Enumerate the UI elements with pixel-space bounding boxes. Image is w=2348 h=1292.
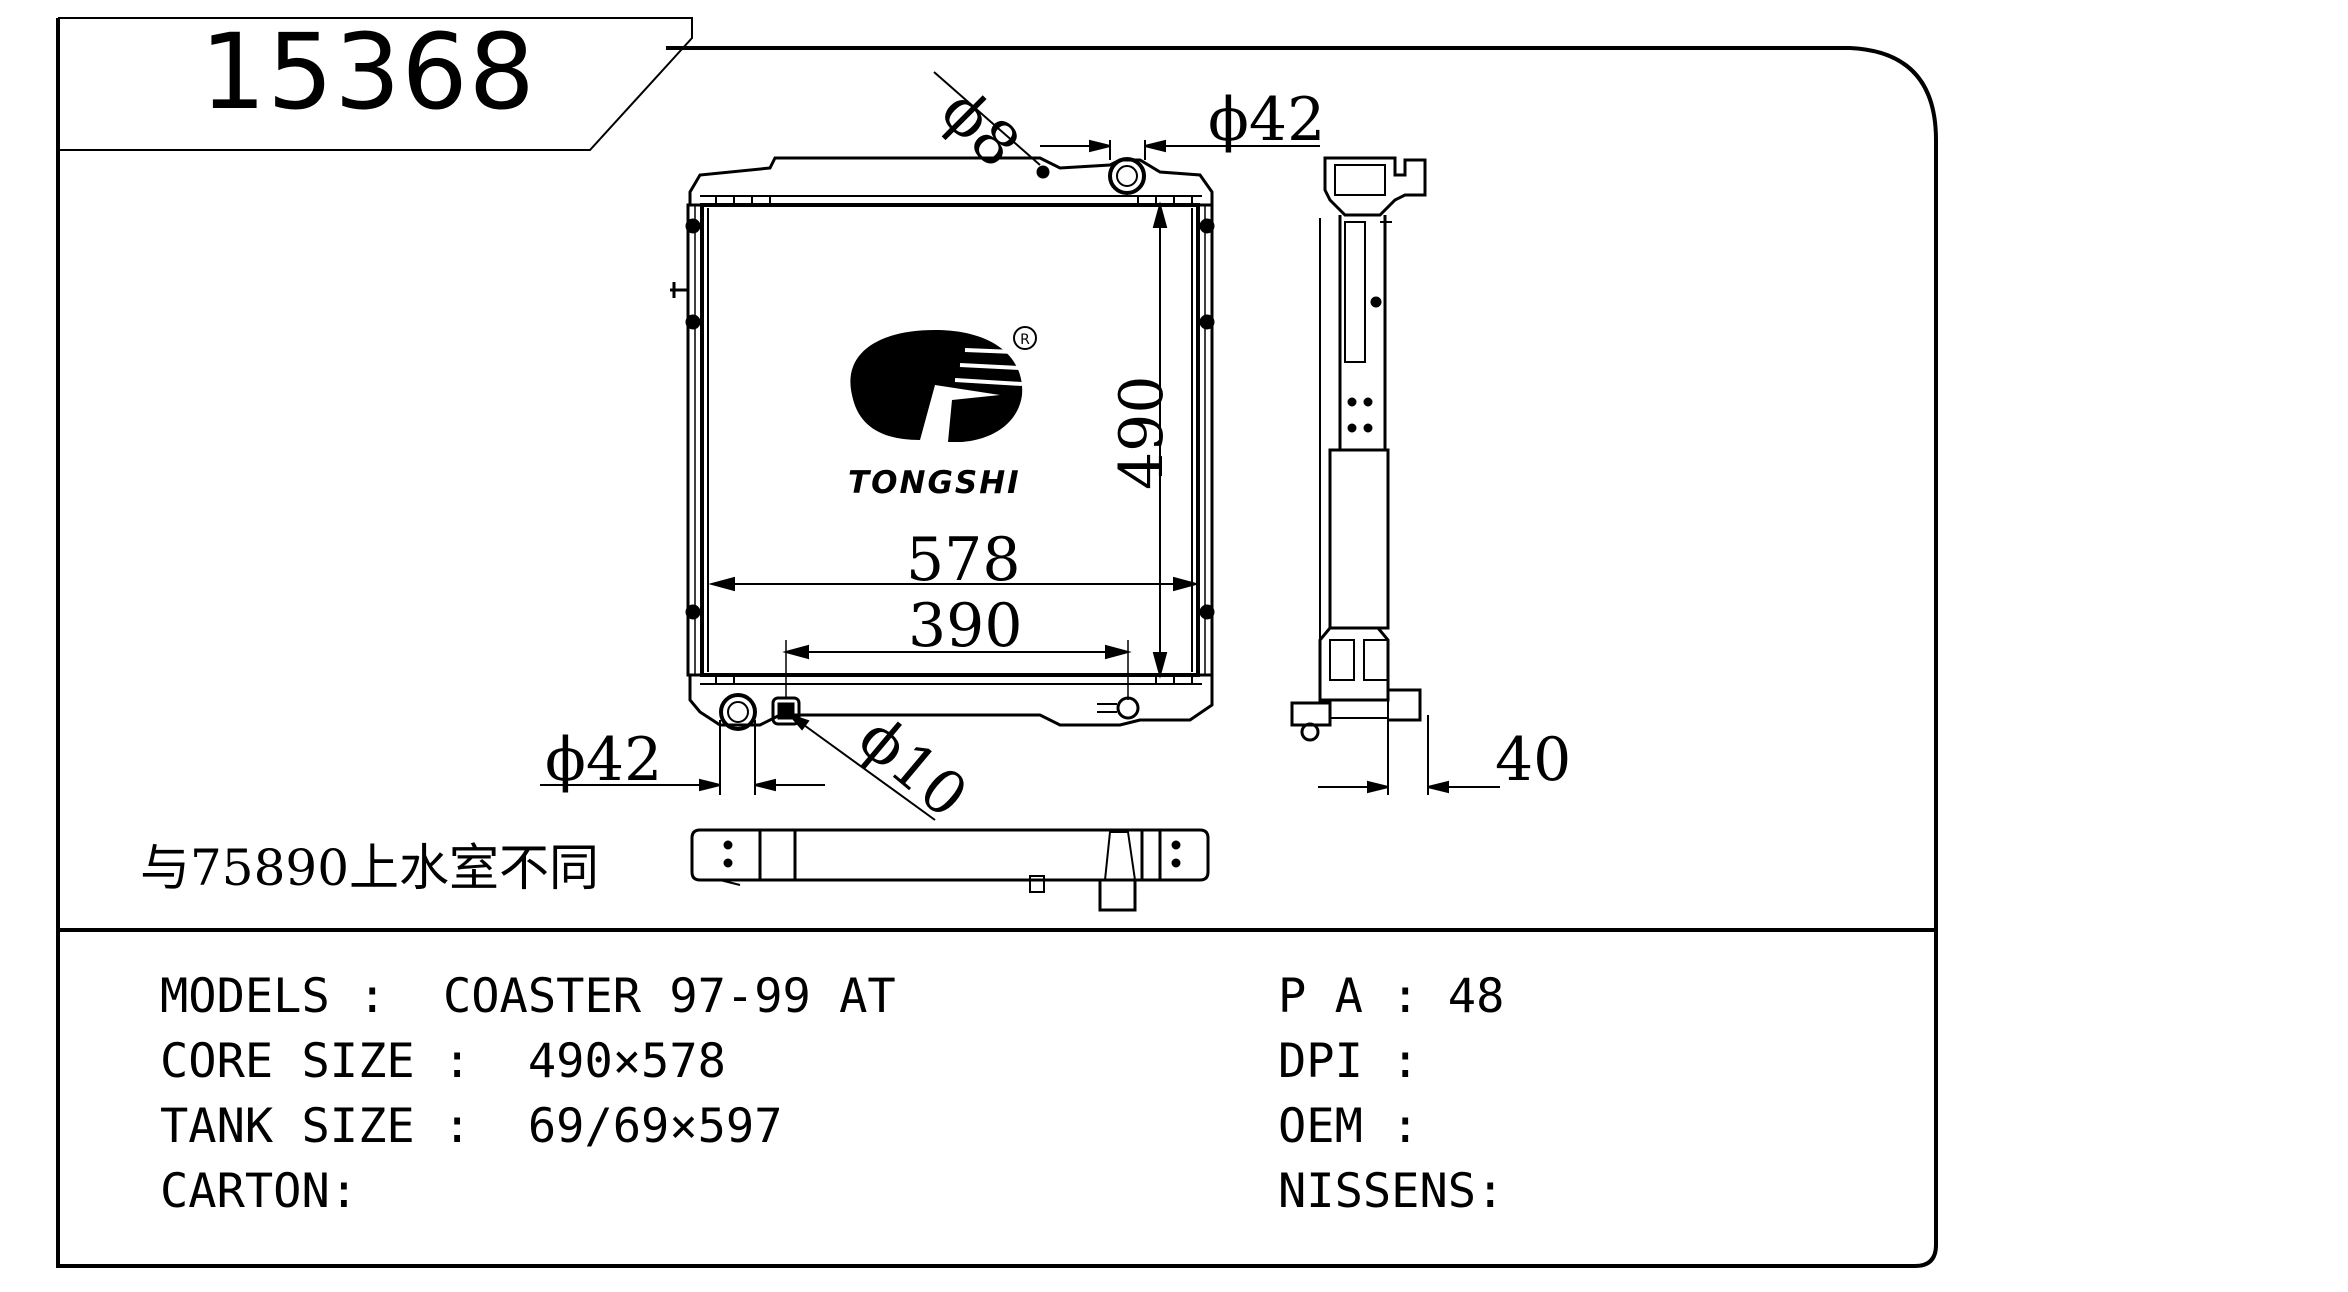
registered-mark-icon xyxy=(1013,326,1037,350)
spec-core-size-value: 490×578 xyxy=(527,1034,726,1089)
dim-578: 578 xyxy=(906,525,1021,595)
dim-phi42-top: ϕ42 xyxy=(1208,85,1325,155)
spec-oem-label: OEM xyxy=(1278,1099,1363,1154)
spec-tank-size-label: TANK SIZE xyxy=(160,1099,415,1154)
spec-pa: P A : 48 xyxy=(1278,969,1505,1024)
dim-490: 490 xyxy=(1107,375,1177,490)
spec-carton-label: CARTON: xyxy=(160,1164,359,1219)
dim-phi8: ϕ8 xyxy=(927,76,1032,181)
spec-dpi: DPI : xyxy=(1278,1034,1448,1089)
spec-pa-label: P A xyxy=(1278,969,1363,1024)
dim-phi42-bottom: ϕ42 xyxy=(545,725,662,795)
tongshi-logo: R TONGSHI xyxy=(848,326,1037,501)
spec-models-value: COASTER 97-99 AT xyxy=(442,969,896,1024)
dim-390: 390 xyxy=(908,591,1023,661)
spec-models-label: MODELS xyxy=(160,969,330,1024)
spec-core-size-label: CORE SIZE xyxy=(160,1034,415,1089)
spec-tank-size: TANK SIZE : 69/69×597 xyxy=(160,1099,783,1154)
outer-frame xyxy=(56,18,1938,1268)
tank-top-view xyxy=(690,828,1210,912)
dim-40: 40 xyxy=(1495,725,1571,795)
note-text: 与75890上水室不同 xyxy=(140,839,600,897)
spec-carton: CARTON: xyxy=(160,1168,358,1215)
spec-tank-size-value: 69/69×597 xyxy=(527,1099,783,1154)
spec-models: MODELS : COASTER 97-99 AT xyxy=(160,969,896,1024)
spec-nissens: NISSENS: xyxy=(1278,1168,1504,1215)
spec-pa-value: 48 xyxy=(1447,969,1505,1024)
registered-mark-text: R xyxy=(1020,332,1030,348)
dim-phi10: ϕ10 xyxy=(845,703,980,832)
spec-dpi-label: DPI xyxy=(1278,1034,1363,1089)
logo-text: TONGSHI xyxy=(848,465,1021,501)
radiator-side-view xyxy=(1290,156,1427,742)
spec-nissens-label: NISSENS: xyxy=(1278,1164,1505,1219)
spec-oem: OEM : xyxy=(1278,1099,1448,1154)
logo-mark xyxy=(850,330,1023,442)
radiator-front-view xyxy=(670,156,1215,731)
title-tab xyxy=(58,17,693,151)
spec-core-size: CORE SIZE : 490×578 xyxy=(160,1034,726,1089)
dimension-lines xyxy=(540,71,1500,821)
part-number: 15368 xyxy=(200,11,536,133)
